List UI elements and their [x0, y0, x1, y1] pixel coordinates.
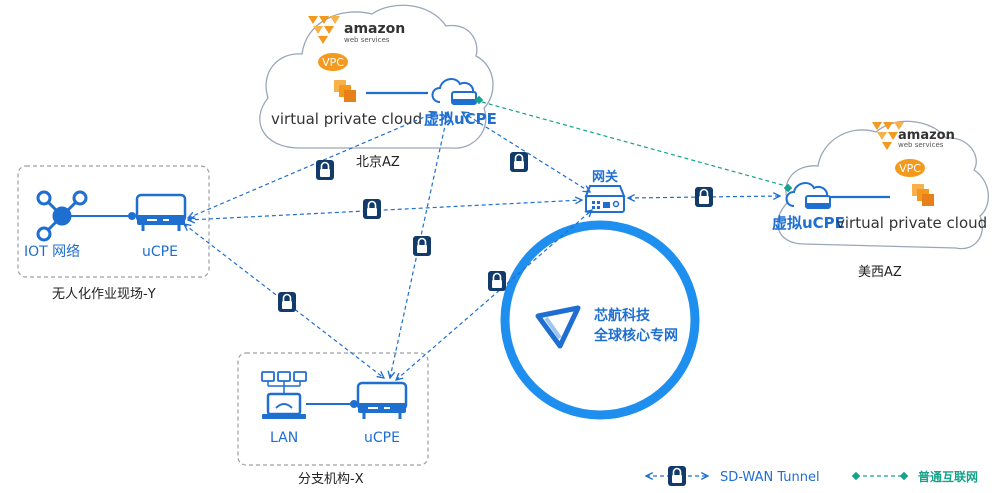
core-title-line2: 全球核心专网	[593, 327, 678, 344]
aws-brand: amazon	[344, 21, 405, 37]
lock-icon	[362, 198, 382, 220]
core-title-line1: 芯航科技	[594, 307, 651, 324]
site-x: LAN uCPE 分支机构-X	[237, 352, 429, 487]
vpc-badge: VPC	[895, 159, 925, 177]
lock-icon	[412, 235, 432, 257]
virtual-ucpe-label: 虚拟uCPE	[772, 214, 845, 232]
lock-icon	[487, 270, 507, 292]
vpc-badge: VPC	[318, 53, 348, 71]
legend: SD-WAN Tunnel 普通互联网	[646, 465, 978, 487]
aws-subtitle: web services	[898, 141, 944, 149]
legend-tunnel-label: SD-WAN Tunnel	[720, 470, 820, 485]
site-label-x: 分支机构-X	[298, 472, 364, 487]
lan-label: LAN	[270, 430, 298, 446]
vpc-label: virtual private cloud	[836, 214, 987, 232]
iot-network-icon	[36, 190, 136, 242]
core-network: 芯航科技 全球核心专网	[500, 220, 700, 420]
legend-internet-label: 普通互联网	[918, 469, 978, 484]
az-label-beijing: 北京AZ	[356, 155, 400, 170]
vpc-label: virtual private cloud	[271, 110, 422, 128]
gateway-node: 网关	[584, 169, 626, 213]
lock-icon	[509, 151, 529, 173]
aws-subtitle: web services	[344, 36, 390, 44]
lan-icon	[261, 371, 358, 419]
virtual-ucpe-cloud-icon	[785, 182, 831, 209]
internet-link	[481, 101, 787, 187]
ucpe-label: uCPE	[364, 430, 400, 446]
site-label-y: 无人化作业现场-Y	[52, 287, 156, 302]
ucpe-label: uCPE	[142, 244, 178, 260]
svg-text:VPC: VPC	[322, 56, 344, 69]
aws-brand: amazon	[898, 128, 955, 143]
cloud-uswest: amazon web services VPC 虚拟uCPE virtual p…	[772, 120, 989, 280]
ucpe-router-icon	[356, 381, 408, 421]
site-y: IOT 网络 uCPE 无人化作业现场-Y	[17, 165, 210, 302]
lock-icon	[667, 465, 687, 487]
virtual-ucpe-cloud-icon	[431, 78, 477, 105]
lock-icon	[277, 291, 297, 313]
svg-text:VPC: VPC	[899, 162, 921, 175]
gateway-label: 网关	[592, 169, 618, 185]
iot-label: IOT 网络	[24, 244, 80, 260]
lock-icon	[315, 159, 335, 181]
lock-icon	[694, 186, 714, 208]
gateway-icon	[584, 185, 626, 213]
az-label-uswest: 美西AZ	[858, 265, 902, 280]
cloud-beijing: amazon web services VPC virtual private …	[259, 4, 497, 170]
ucpe-router-icon	[135, 193, 187, 233]
